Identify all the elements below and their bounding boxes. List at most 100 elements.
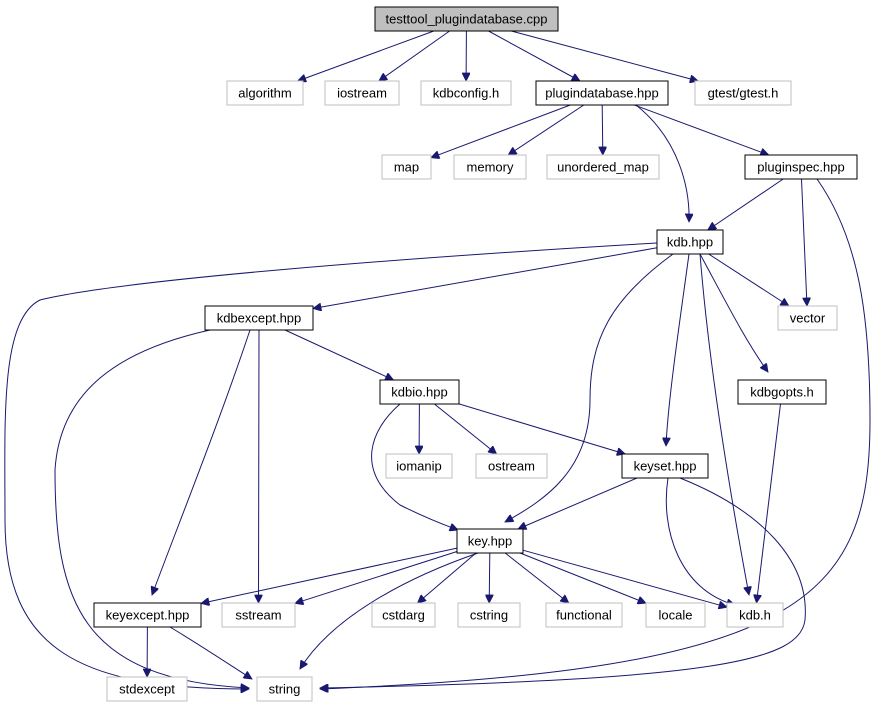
node-box: [457, 602, 521, 628]
node-kdbh[interactable]: kdb.h: [726, 602, 784, 628]
edge-plugindatabase-to-map: [431, 104, 571, 158]
node-pluginspec[interactable]: pluginspec.hpp: [744, 154, 858, 180]
edge-key-to-cstdarg: [418, 552, 477, 603]
edge-kdbhpp-to-kdbh: [699, 253, 749, 595]
node-kdbgopts[interactable]: kdbgopts.h: [737, 379, 827, 405]
node-cstring[interactable]: cstring: [457, 602, 521, 628]
node-ostream[interactable]: ostream: [475, 453, 548, 479]
node-box: [385, 453, 453, 479]
node-label: unordered_map: [557, 160, 649, 175]
node-label: iostream: [337, 86, 387, 101]
node-root[interactable]: testtool_plugindatabase.cpp: [374, 6, 559, 32]
node-label: vector: [790, 311, 826, 326]
node-label: string: [269, 682, 301, 697]
node-gtest[interactable]: gtest/gtest.h: [694, 80, 792, 106]
node-box: [226, 80, 304, 106]
node-vector[interactable]: vector: [777, 305, 838, 331]
node-box: [256, 676, 313, 702]
node-memory[interactable]: memory: [453, 154, 527, 180]
edge-kdbhpp-to-kdbgopts: [699, 253, 768, 372]
node-kdbhpp[interactable]: kdb.hpp: [656, 229, 724, 255]
node-box: [420, 80, 512, 106]
node-label: functional: [556, 608, 612, 623]
edge-kdbio-to-ostream: [434, 403, 496, 454]
node-label: plugindatabase.hpp: [545, 86, 659, 101]
node-box: [93, 602, 202, 628]
node-label: kdb.hpp: [667, 235, 713, 250]
node-stdexcept[interactable]: stdexcept: [106, 676, 188, 702]
node-label: map: [394, 160, 419, 175]
node-unordered_map[interactable]: unordered_map: [546, 154, 660, 180]
node-label: keyset.hpp: [634, 459, 697, 474]
node-box: [379, 379, 460, 405]
node-cstdarg[interactable]: cstdarg: [371, 602, 436, 628]
node-label: algorithm: [238, 86, 291, 101]
node-box: [744, 154, 858, 180]
edge-kdbhpp-to-kdbexcept: [313, 247, 658, 309]
node-label: testtool_plugindatabase.cpp: [386, 12, 548, 27]
node-functional[interactable]: functional: [545, 602, 623, 628]
node-box: [545, 602, 623, 628]
node-keyset[interactable]: keyset.hpp: [621, 453, 709, 479]
node-kdbexcept[interactable]: kdbexcept.hpp: [204, 305, 314, 331]
edge-root-to-plugindatabase: [488, 30, 581, 82]
node-keyexcept[interactable]: keyexcept.hpp: [93, 602, 202, 628]
node-box: [453, 154, 527, 180]
node-box: [456, 528, 524, 554]
edge-key-to-functional: [504, 552, 569, 603]
node-algorithm[interactable]: algorithm: [226, 80, 304, 106]
node-iostream[interactable]: iostream: [324, 80, 400, 106]
node-locale[interactable]: locale: [645, 602, 706, 628]
node-iomanip[interactable]: iomanip: [385, 453, 453, 479]
edge-kdbhpp-to-key: [505, 253, 674, 523]
node-sstream[interactable]: sstream: [221, 602, 296, 628]
node-kdbio[interactable]: kdbio.hpp: [379, 379, 460, 405]
node-box: [535, 80, 669, 106]
node-box: [726, 602, 784, 628]
edge-keyexcept-to-string: [169, 626, 252, 679]
node-box: [374, 6, 559, 32]
node-box: [475, 453, 548, 479]
node-string[interactable]: string: [256, 676, 313, 702]
node-box: [381, 154, 432, 180]
edge-key-to-cstring: [489, 552, 490, 603]
node-label: iomanip: [396, 459, 442, 474]
node-label: cstdarg: [382, 608, 425, 623]
node-label: sstream: [235, 608, 281, 623]
node-plugindatabase[interactable]: plugindatabase.hpp: [535, 80, 669, 106]
node-label: stdexcept: [119, 682, 175, 697]
edge-key-to-keyexcept: [201, 547, 458, 603]
edge-kdbexcept-to-sstream: [259, 329, 260, 603]
edge-plugindatabase-to-unordered_map: [602, 104, 603, 155]
edge-pluginspec-to-kdbhpp: [708, 178, 784, 230]
edge-kdbexcept-to-kdbio: [284, 329, 394, 380]
node-box: [324, 80, 400, 106]
edge-plugindatabase-to-kdbhpp: [635, 104, 689, 222]
node-box: [621, 453, 709, 479]
edge-plugindatabase-to-pluginspec: [634, 104, 768, 155]
edge-key-to-sstream: [295, 551, 458, 604]
node-box: [737, 379, 827, 405]
node-key[interactable]: key.hpp: [456, 528, 524, 554]
node-label: key.hpp: [468, 534, 513, 549]
edge-kdbexcept-to-keyexcept: [152, 329, 251, 595]
node-label: kdb.h: [739, 608, 771, 623]
edge-pluginspec-to-vector: [801, 178, 808, 306]
edge-root-to-iostream: [379, 30, 450, 81]
edges-layer: [4, 30, 871, 689]
node-kdbconfig[interactable]: kdbconfig.h: [420, 80, 512, 106]
edge-key-to-kdbh: [522, 549, 727, 607]
node-label: kdbgopts.h: [750, 385, 814, 400]
nodes-layer: testtool_plugindatabase.cpp algorithm iost…: [93, 6, 858, 702]
node-label: memory: [467, 160, 514, 175]
node-box: [777, 305, 838, 331]
node-label: locale: [659, 608, 693, 623]
node-box: [645, 602, 706, 628]
edge-plugindatabase-to-memory: [508, 104, 585, 155]
edge-keyset-to-key: [518, 477, 638, 529]
edge-kdbexcept-to-string: [54, 329, 249, 688]
edge-root-to-algorithm: [298, 30, 434, 81]
node-map[interactable]: map: [381, 154, 432, 180]
node-box: [371, 602, 436, 628]
